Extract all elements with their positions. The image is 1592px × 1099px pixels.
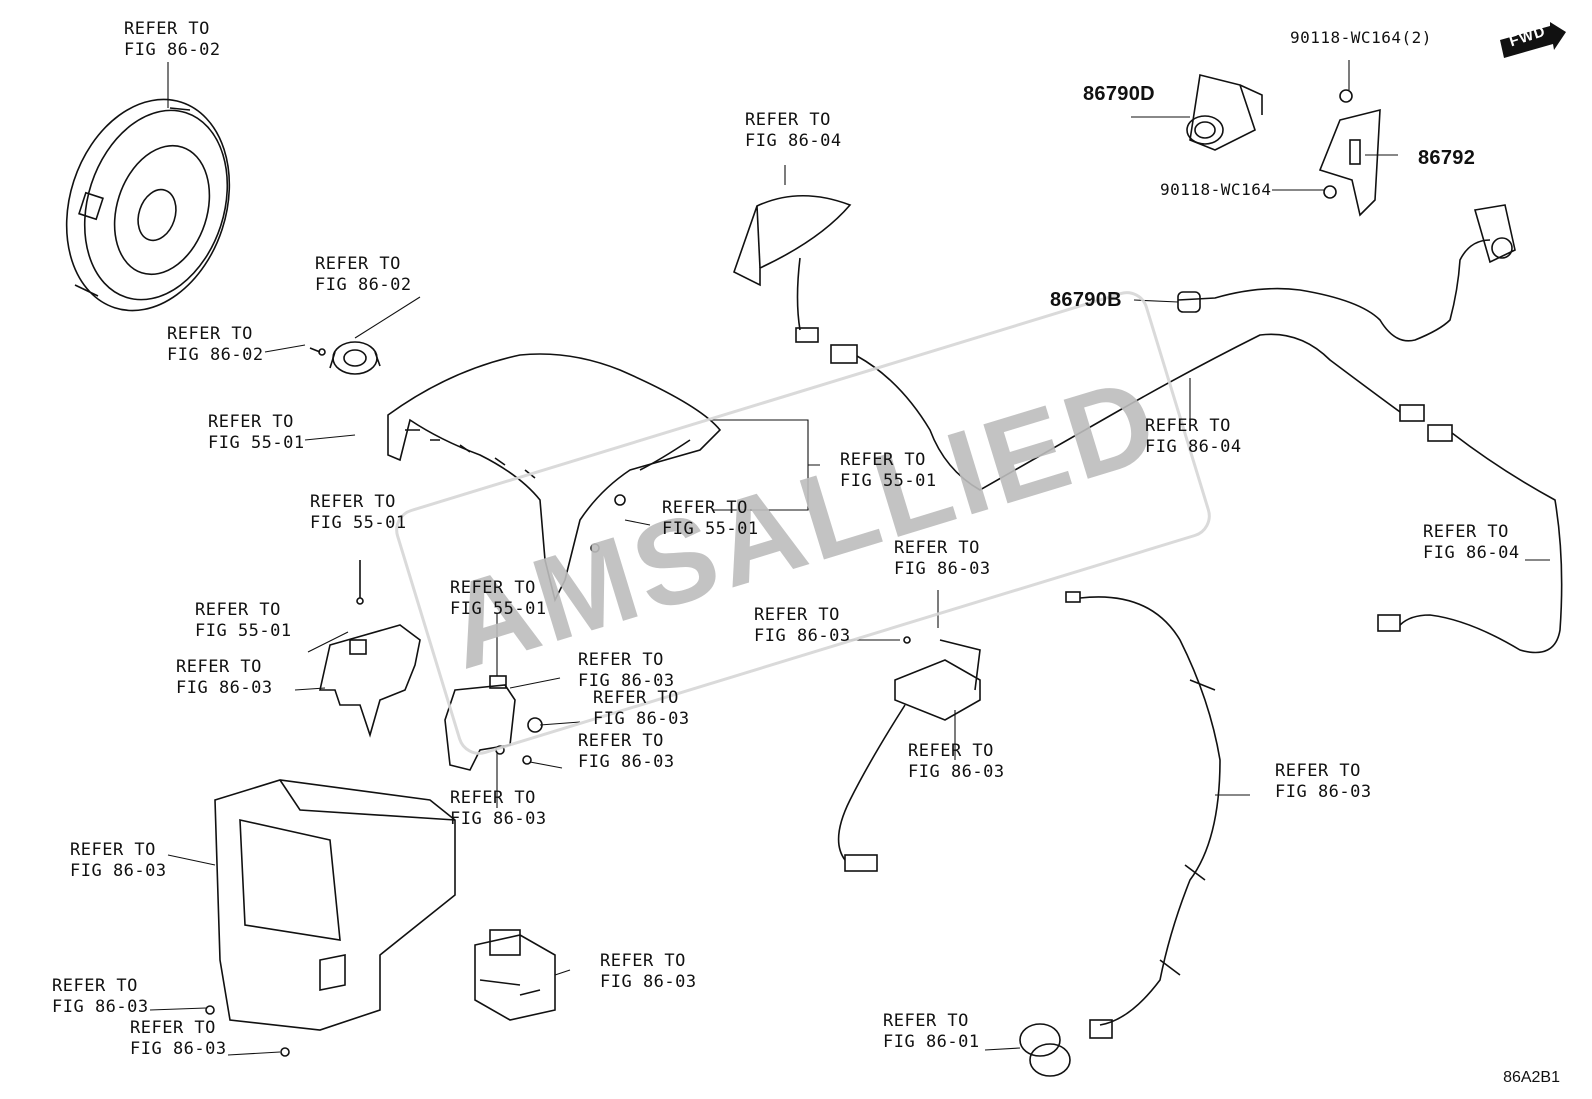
display-unit-part [205, 779, 456, 1057]
antenna-part [733, 194, 852, 343]
refer-label[interactable]: REFER TO FIG 86-03 [894, 538, 991, 579]
part-number-86790b: 86790B [1050, 289, 1122, 311]
part-number-86790d: 86790D [1083, 83, 1155, 105]
refer-label[interactable]: REFER TO FIG 55-01 [662, 498, 759, 539]
refer-label[interactable]: REFER TO FIG 86-03 [593, 688, 690, 729]
refer-label[interactable]: REFER TO FIG 86-02 [315, 254, 412, 295]
refer-label[interactable]: REFER TO FIG 55-01 [840, 450, 937, 491]
refer-label[interactable]: REFER TO FIG 86-03 [176, 657, 273, 698]
part-number-90118: 90118-WC164 [1160, 180, 1272, 199]
refer-label[interactable]: REFER TO FIG 86-02 [124, 19, 221, 60]
refer-label[interactable]: REFER TO FIG 86-03 [578, 731, 675, 772]
leader-lines [149, 60, 1550, 1056]
part-number-90118-qty2: 90118-WC164(2) [1290, 28, 1432, 47]
refer-label[interactable]: REFER TO FIG 55-01 [450, 578, 547, 619]
tweeter-part [309, 341, 381, 375]
usb-cable-part [837, 636, 981, 872]
refer-label[interactable]: REFER TO FIG 86-04 [1145, 416, 1242, 457]
refer-label[interactable]: REFER TO FIG 55-01 [310, 492, 407, 533]
switch-module-part [474, 929, 556, 1021]
diagram-code: 86A2B1 [1503, 1069, 1560, 1086]
left-bracket-part [319, 560, 421, 738]
bracket-part [1318, 89, 1381, 217]
long-harness-part [1019, 591, 1221, 1077]
refer-label[interactable]: REFER TO FIG 86-03 [908, 741, 1005, 782]
refer-label[interactable]: REFER TO FIG 86-03 [70, 840, 167, 881]
fwd-arrow-icon [1500, 22, 1566, 58]
camera-part [1186, 74, 1263, 151]
refer-label[interactable]: REFER TO FIG 86-04 [745, 110, 842, 151]
refer-label[interactable]: REFER TO FIG 86-03 [1275, 761, 1372, 802]
refer-label[interactable]: REFER TO FIG 86-03 [450, 788, 547, 829]
camera-harness-part [1177, 204, 1516, 342]
refer-label[interactable]: REFER TO FIG 86-03 [130, 1018, 227, 1059]
refer-label[interactable]: REFER TO FIG 55-01 [208, 412, 305, 453]
refer-label[interactable]: REFER TO FIG 86-02 [167, 324, 264, 365]
instrument-hood-part [387, 353, 722, 603]
speaker-part [65, 98, 231, 312]
refer-label[interactable]: REFER TO FIG 86-01 [883, 1011, 980, 1052]
refer-label[interactable]: REFER TO FIG 86-04 [1423, 522, 1520, 563]
refer-label[interactable]: REFER TO FIG 86-03 [578, 650, 675, 691]
refer-label[interactable]: REFER TO FIG 86-03 [52, 976, 149, 1017]
part-number-86792: 86792 [1418, 147, 1476, 169]
antenna-cable-part [830, 333, 1563, 654]
refer-label[interactable]: REFER TO FIG 86-03 [600, 951, 697, 992]
refer-label[interactable]: REFER TO FIG 86-03 [754, 605, 851, 646]
refer-label[interactable]: REFER TO FIG 55-01 [195, 600, 292, 641]
